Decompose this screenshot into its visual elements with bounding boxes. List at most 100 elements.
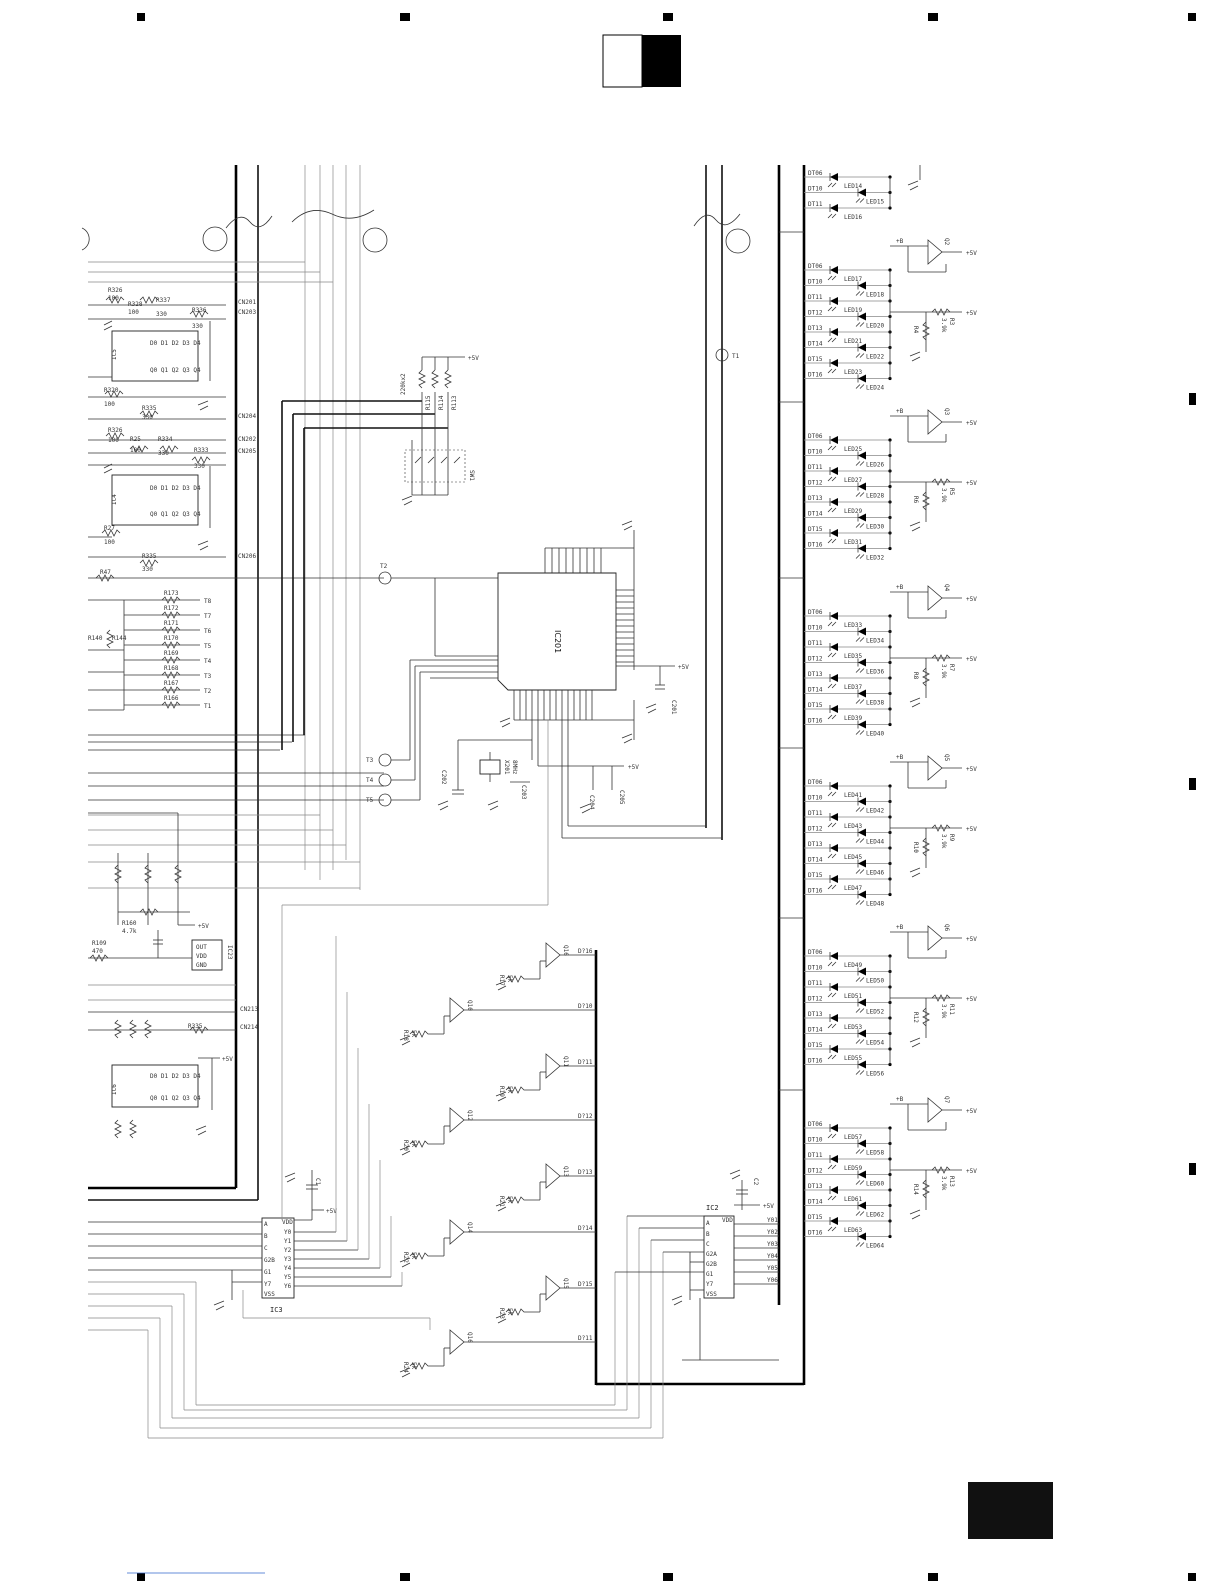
- svg-text:100: 100: [104, 539, 115, 546]
- row-label: DT11: [808, 294, 823, 301]
- svg-text:CN206: CN206: [238, 553, 256, 560]
- svg-text:R171: R171: [164, 620, 179, 627]
- svg-text:+5V: +5V: [468, 355, 479, 362]
- svg-text:R14: R14: [912, 1184, 919, 1195]
- led-label: LED21: [844, 338, 862, 345]
- svg-text:Q0 Q1 Q2 Q3 Q4: Q0 Q1 Q2 Q3 Q4: [150, 367, 201, 374]
- svg-text:3.9k: 3.9k: [940, 664, 947, 679]
- svg-text:Q3: Q3: [943, 408, 950, 416]
- led-label: LED18: [866, 292, 884, 299]
- svg-text:R170: R170: [164, 635, 179, 642]
- driver-res: R20: [402, 1140, 409, 1151]
- shift-register-ic6: R335 CN213 CN214 IC6 D0 D1 D2 D3 D4 Q0 Q…: [88, 1006, 258, 1139]
- led-label: LED38: [866, 700, 884, 707]
- svg-text:+5V: +5V: [966, 1168, 977, 1175]
- svg-text:R326: R326: [108, 287, 123, 294]
- svg-text:T2: T2: [380, 563, 388, 570]
- svg-text:R333: R333: [194, 447, 209, 454]
- svg-text:T3: T3: [204, 673, 212, 680]
- driver-res: R24: [402, 1362, 409, 1373]
- svg-text:R334: R334: [158, 436, 173, 443]
- shift-register-ic4: IC4 D0 D1 D2 D3 D4 Q0 Q1 Q2 Q3 Q4 R32610…: [88, 427, 256, 573]
- decoder-ic3: IC3 A B C G2B G1 Y7 VSS VDD Y0 Y1 Y2 Y3 …: [88, 936, 431, 1330]
- svg-text:IC2: IC2: [706, 1204, 719, 1212]
- svg-text:CN204: CN204: [238, 413, 256, 420]
- svg-text:100: 100: [128, 309, 139, 316]
- svg-text:330: 330: [158, 450, 169, 457]
- svg-text:T8: T8: [204, 598, 212, 605]
- svg-text:4.7k: 4.7k: [122, 928, 137, 935]
- led-label: LED60: [866, 1181, 884, 1188]
- switch-pullup-block: +5V 220kx2 R115 R114 R113 SW1: [281, 355, 479, 750]
- svg-text:R4: R4: [912, 326, 919, 334]
- shift-register-ic5: IC5 D0 D1 D2 D3 D4 Q0 Q1 Q2 Q3 Q4 R32610…: [88, 287, 256, 421]
- led-label: LED28: [866, 493, 884, 500]
- svg-text:B: B: [706, 1231, 710, 1238]
- row-label: DT13: [808, 495, 823, 502]
- row-label: DT16: [808, 888, 823, 895]
- row-label: DT10: [808, 1137, 823, 1144]
- svg-text:C204: C204: [588, 795, 595, 810]
- led-label: LED41: [844, 792, 862, 799]
- led-label: LED55: [844, 1055, 862, 1062]
- svg-text:R7: R7: [948, 664, 955, 672]
- led-label: LED40: [866, 731, 884, 738]
- led-label: LED47: [844, 885, 862, 892]
- mid-resistor-array: R173 R172 R171 R170 R169 R168 R167 R166 …: [124, 590, 212, 710]
- led-label: LED48: [866, 901, 884, 908]
- led-label: LED19: [844, 307, 862, 314]
- svg-text:SW1: SW1: [468, 470, 475, 481]
- led-label: LED35: [844, 653, 862, 660]
- svg-text:IC6: IC6: [111, 1084, 118, 1095]
- svg-text:+5V: +5V: [628, 764, 639, 771]
- svg-text:Y05: Y05: [767, 1265, 778, 1272]
- led-label: LED59: [844, 1165, 862, 1172]
- svg-text:+5V: +5V: [966, 596, 977, 603]
- led-label: LED20: [866, 323, 884, 330]
- svg-text:VSS: VSS: [706, 1291, 717, 1298]
- driver-label: D?11: [578, 1059, 593, 1066]
- led-label: LED54: [866, 1040, 884, 1047]
- svg-text:R47: R47: [100, 569, 111, 576]
- svg-text:Q0 Q1 Q2 Q3 Q4: Q0 Q1 Q2 Q3 Q4: [150, 511, 201, 518]
- led-label: LED22: [866, 354, 884, 361]
- mcu-ic201: IC201 +5V C201: [391, 520, 689, 826]
- svg-text:D0 D1 D2 D3 D4: D0 D1 D2 D3 D4: [150, 340, 201, 347]
- led-label: LED45: [844, 854, 862, 861]
- led-label: LED27: [844, 477, 862, 484]
- svg-text:3.9k: 3.9k: [940, 488, 947, 503]
- svg-text:+5V: +5V: [966, 420, 977, 427]
- row-label: DT12: [808, 1168, 823, 1175]
- driver-res-val: 5k: [506, 975, 513, 983]
- bottom-routing: [88, 720, 664, 1439]
- svg-text:R168: R168: [164, 665, 179, 672]
- row-label: DT12: [808, 826, 823, 833]
- svg-text:Y04: Y04: [767, 1253, 778, 1260]
- svg-text:CN203: CN203: [238, 309, 256, 316]
- svg-text:+5V: +5V: [678, 664, 689, 671]
- svg-text:R13: R13: [948, 1176, 955, 1187]
- svg-text:D0 D1 D2 D3 D4: D0 D1 D2 D3 D4: [150, 1073, 201, 1080]
- row-label: DT06: [808, 609, 823, 616]
- svg-text:R11: R11: [948, 1004, 955, 1015]
- driver-res: R23: [498, 1308, 505, 1319]
- svg-text:+B: +B: [896, 238, 904, 245]
- svg-text:Y3: Y3: [284, 1256, 292, 1263]
- row-label: DT06: [808, 170, 823, 177]
- driver-res-val: 5k: [506, 1086, 513, 1094]
- row-label: DT16: [808, 372, 823, 379]
- svg-text:Y7: Y7: [264, 1281, 272, 1288]
- led-label: LED33: [844, 622, 862, 629]
- svg-text:C2: C2: [752, 1178, 759, 1186]
- driver-label: D?10: [578, 1003, 593, 1010]
- row-label: DT11: [808, 640, 823, 647]
- svg-text:3.9k: 3.9k: [940, 1004, 947, 1019]
